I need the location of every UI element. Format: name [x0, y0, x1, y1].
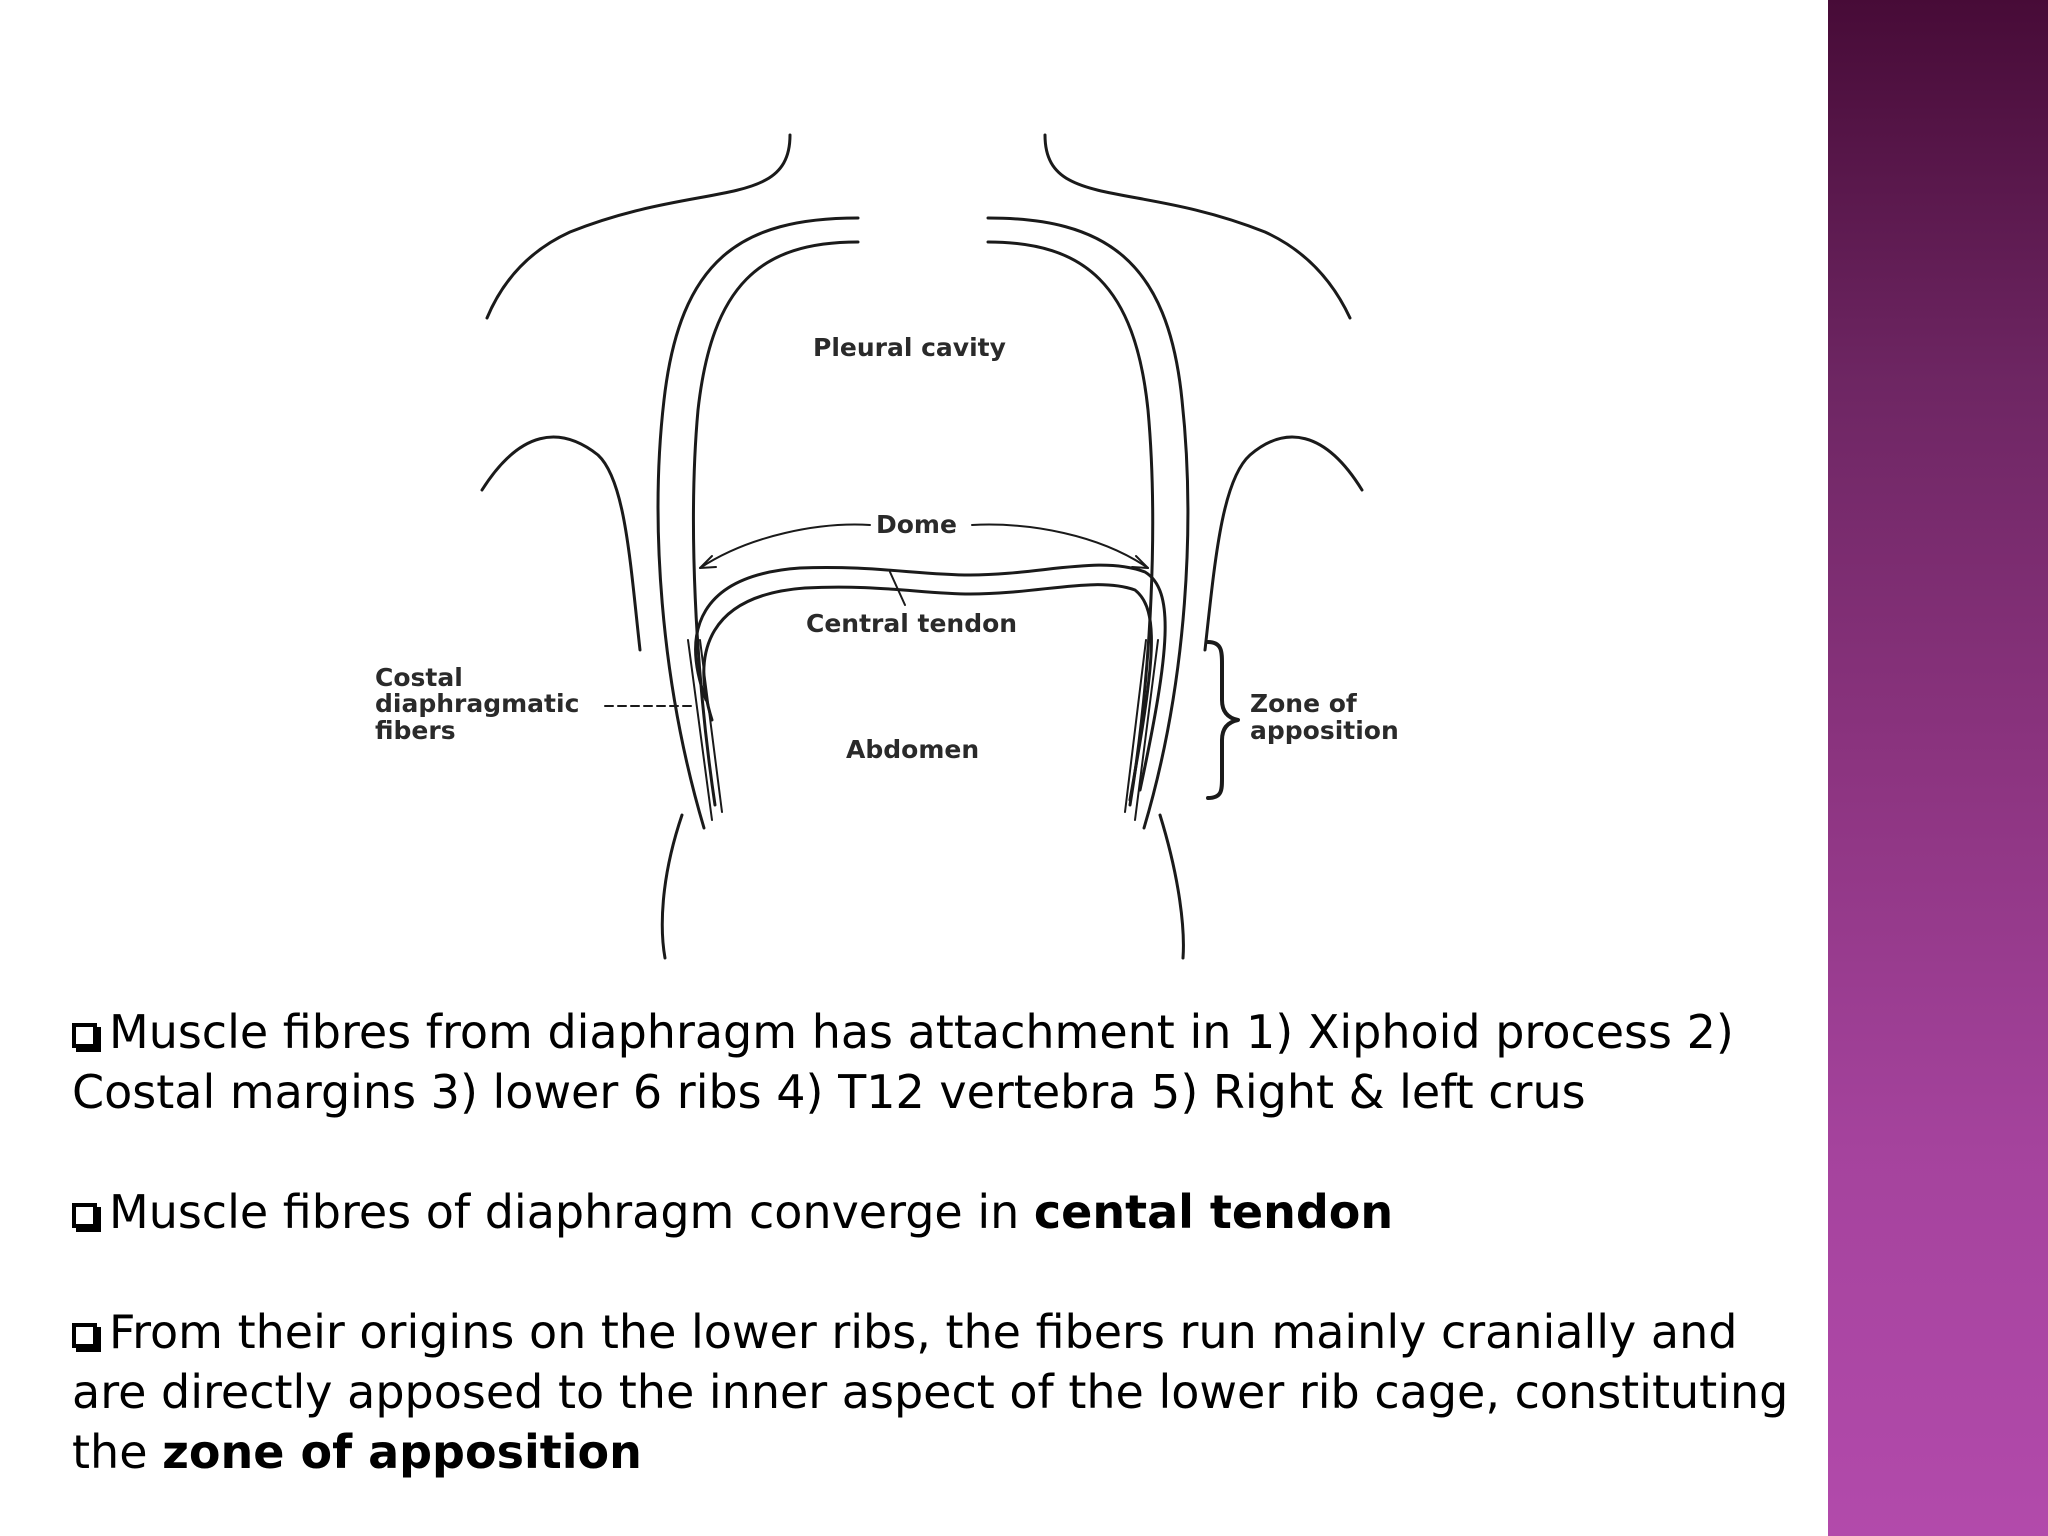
- bullet-list: Muscle fibres from diaphragm has attachm…: [72, 1002, 1812, 1482]
- left-arm-outline: [480, 435, 642, 652]
- diaphragm-diagram: Pleural cavity Dome Central tendon Abdom…: [360, 120, 1440, 970]
- diaphragm-dome-lower: [702, 583, 1153, 802]
- bullet-bold-text: zone of apposition: [162, 1425, 642, 1479]
- dome-arrowhead-left: [699, 555, 717, 569]
- diaphragm-dome-upper: [694, 563, 1167, 792]
- dome-arrow-right: [971, 523, 1149, 569]
- left-rib-wall-inner: [691, 240, 860, 807]
- dome-arrowhead-right: [1131, 555, 1149, 569]
- checkbox-icon: [72, 1203, 101, 1232]
- checkbox-icon: [72, 1023, 101, 1052]
- bullet-text: Muscle fibres of diaphragm converge in: [109, 1185, 1034, 1239]
- label-pleural-cavity: Pleural cavity: [813, 333, 1006, 362]
- right-shoulder-outline: [1043, 133, 1352, 320]
- label-abdomen: Abdomen: [846, 735, 979, 764]
- label-costal-line1: Costal: [375, 663, 463, 692]
- label-costal-line3: fibers: [375, 716, 456, 745]
- right-costal-fiber: [1134, 639, 1159, 821]
- right-rib-wall-outer: [986, 216, 1190, 830]
- label-costal-line2: diaphragmatic: [375, 689, 579, 718]
- checkbox-icon: [72, 1323, 101, 1352]
- right-arm-outline: [1203, 435, 1364, 652]
- dome-arrow-left: [699, 523, 871, 569]
- label-zone-line1: Zone of: [1250, 689, 1358, 718]
- left-costal-fiber: [687, 639, 713, 821]
- right-abdomen-outline: [1158, 813, 1185, 960]
- left-rib-wall-outer: [656, 216, 860, 830]
- left-abdomen-outline: [660, 813, 684, 960]
- zone-of-apposition-brace: [1206, 640, 1240, 800]
- bullet-text: Muscle fibres from diaphragm has attachm…: [72, 1005, 1734, 1119]
- diaphragm-diagram-svg: Pleural cavity Dome Central tendon Abdom…: [375, 133, 1399, 960]
- bullet-item: From their origins on the lower ribs, th…: [72, 1302, 1812, 1482]
- left-shoulder-outline: [485, 133, 792, 320]
- bullet-item: Muscle fibres from diaphragm has attachm…: [72, 1002, 1812, 1122]
- bullet-text: From their origins on the lower ribs, th…: [72, 1305, 1789, 1479]
- label-central-tendon: Central tendon: [806, 609, 1017, 638]
- right-costal-fiber: [1124, 639, 1147, 813]
- label-zone-line2: apposition: [1250, 716, 1399, 745]
- decorative-side-band: [1828, 0, 2048, 1536]
- bullet-item: Muscle fibres of diaphragm converge in c…: [72, 1182, 1812, 1242]
- right-rib-wall-inner: [986, 240, 1155, 807]
- central-tendon-pointer: [889, 571, 906, 606]
- label-dome: Dome: [876, 510, 957, 539]
- left-costal-fiber: [699, 639, 723, 813]
- bullet-bold-text: cental tendon: [1033, 1185, 1394, 1239]
